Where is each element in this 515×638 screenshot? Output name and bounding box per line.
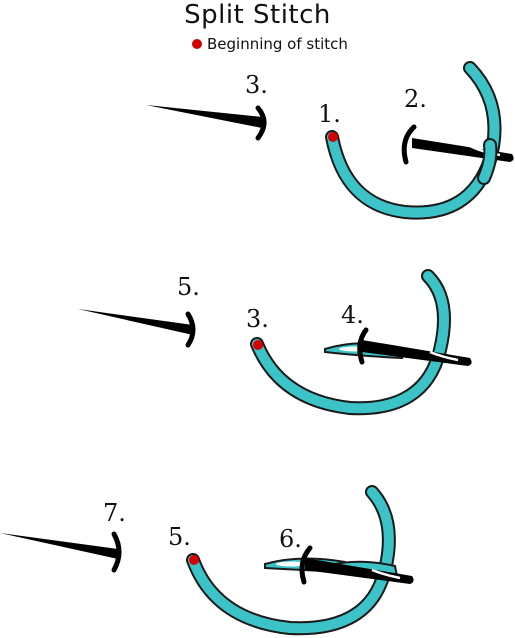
step-label: 6. [279,525,302,553]
needle-right [362,340,472,366]
thread-fill [188,487,394,634]
needle-left-eye [255,105,267,141]
needle-left [0,533,118,559]
thread-overlap-fill [479,140,496,183]
needle-right-guard [401,124,417,165]
red-dot-icon [192,39,202,49]
needle-right [305,558,414,584]
panel-3: 7. 5. 6. [0,485,414,636]
step-label: 2. [404,85,427,113]
stitch-start-marker [253,340,263,350]
step-label: 4. [341,301,364,329]
needle-left-eye [111,531,122,573]
needle-left-eye [185,311,196,348]
step-label: 5. [168,523,191,551]
needle-right-eye [429,350,459,362]
step-label: 3. [246,305,269,333]
step-label: 7. [103,499,126,527]
needle-left [78,309,193,335]
stitch-start-marker [189,555,199,565]
needle-right-eye [371,568,401,580]
stitch-start-marker [328,132,338,142]
step-label: 3. [245,71,268,99]
page-title: Split Stitch [184,0,331,30]
panel-2: 5. 3. 4. [78,269,472,416]
thread-fill [327,63,500,218]
panel-1: 3. 1. 2. [146,61,514,220]
needle-right-guard [357,327,369,365]
thread-fill [252,271,449,414]
step-label: 5. [177,273,200,301]
step-label: 1. [318,100,341,128]
needle-left [146,105,262,128]
needle-right-guard [299,545,313,585]
legend-label: Beginning of stitch [207,35,348,53]
legend: Beginning of stitch [192,35,348,53]
